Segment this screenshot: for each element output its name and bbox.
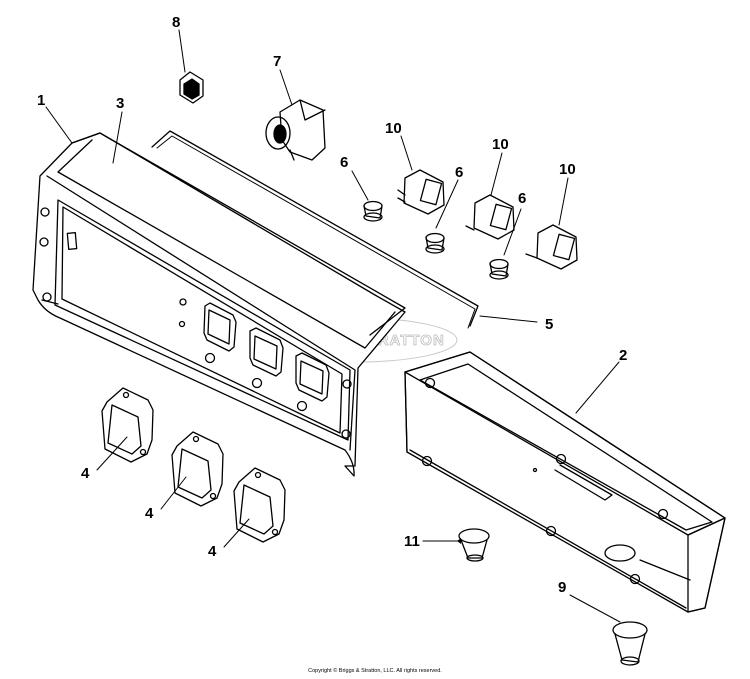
- outlet-b: [171, 431, 224, 507]
- button-a: [363, 200, 383, 222]
- label-strip: [57, 139, 396, 349]
- callout-9: 9: [558, 579, 566, 596]
- grommet: [458, 528, 490, 562]
- callout-6c: 6: [518, 190, 526, 207]
- button-c: [489, 258, 509, 280]
- main-breaker: [265, 99, 326, 161]
- callout-4b: 4: [145, 505, 154, 522]
- leader-lines: [45, 29, 621, 623]
- callout-10a: 10: [385, 120, 402, 137]
- outlet-a: [101, 387, 154, 463]
- callout-11: 11: [404, 533, 420, 550]
- callout-6b: 6: [455, 164, 463, 181]
- callout-labels: 1 3 2 4 4 4 5 6 6 6 7 8 9 10 10 10 11: [37, 14, 627, 596]
- callout-5: 5: [545, 316, 553, 333]
- callout-10c: 10: [559, 161, 576, 178]
- breaker-a: [397, 169, 445, 215]
- trim-rod: [151, 130, 479, 329]
- callout-2: 2: [619, 347, 627, 364]
- callout-8: 8: [172, 14, 180, 31]
- breaker-c: [525, 224, 578, 270]
- callout-4c: 4: [208, 543, 217, 560]
- rocker-switch: [179, 71, 204, 104]
- button-b: [425, 232, 445, 254]
- copyright-notice: Copyright © Briggs & Stratton, LLC. All …: [308, 668, 442, 674]
- callout-6a: 6: [340, 154, 348, 171]
- breaker-b: [465, 194, 515, 240]
- callout-10b: 10: [492, 136, 509, 153]
- callout-1: 1: [37, 92, 45, 109]
- grommet-large: [612, 621, 648, 666]
- tray-housing: [404, 351, 726, 613]
- callout-3: 3: [116, 95, 124, 112]
- control-panel: [32, 132, 406, 477]
- callout-4a: 4: [81, 465, 90, 482]
- callout-7: 7: [273, 53, 281, 70]
- outlet-c: [233, 467, 286, 543]
